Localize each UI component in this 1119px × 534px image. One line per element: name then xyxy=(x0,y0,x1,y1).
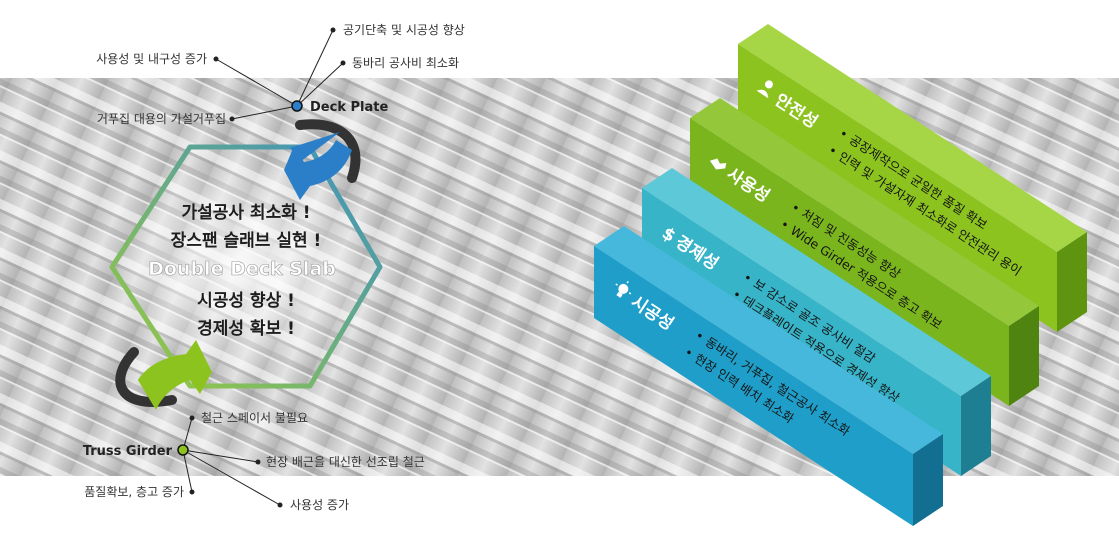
step-front-face xyxy=(690,118,1009,406)
step-top-face xyxy=(690,98,1039,326)
center-line-4: 경제성 확보 ! xyxy=(197,319,295,339)
truss-callout-3: 품질확보, 층고 증가 xyxy=(84,485,184,499)
leader-line xyxy=(215,58,298,107)
step-side-face xyxy=(1009,306,1039,406)
step-front-face xyxy=(738,44,1057,332)
leader-line xyxy=(182,449,259,463)
truss-callout-2: 현장 배근을 대신한 선조립 철근 xyxy=(266,455,425,469)
callout-dot xyxy=(189,415,195,421)
person-icon xyxy=(756,80,773,99)
step-side-face xyxy=(913,434,943,526)
step-usability: 사용성 • 처짐 및 진동성능 향상 • Wide Girder 적용으로 층고… xyxy=(690,98,1039,406)
center-text-group: 가설공사 최소화 ! 장스팬 슬래브 실현 ! Double Deck Slab… xyxy=(148,203,336,339)
deck-callout-2: 동바리 공사비 최소화 xyxy=(352,56,459,70)
leader-line xyxy=(296,29,334,107)
deck-callout-1: 공기단축 및 시공성 향상 xyxy=(343,23,465,37)
truss-girder-callouts: Truss Girder 철근 스페이서 불필요 현장 배근을 대신한 선조립 … xyxy=(83,411,425,512)
callout-dot xyxy=(277,502,283,508)
truss-arrow-icon xyxy=(115,340,212,410)
step-side-face xyxy=(961,376,991,476)
callout-dot xyxy=(189,489,195,495)
leader-line xyxy=(296,62,344,107)
step-side-face xyxy=(1057,232,1087,332)
callout-dot xyxy=(330,27,336,33)
leader-line xyxy=(182,449,281,506)
handshake-icon xyxy=(709,158,727,170)
truss-girder-label: Truss Girder xyxy=(83,444,173,459)
callout-dot xyxy=(213,56,219,62)
step-top-face xyxy=(594,226,943,454)
truss-callout-1: 철근 스페이서 불필요 xyxy=(201,411,308,425)
step-front-face xyxy=(594,246,913,526)
truss-callout-4: 사용성 증가 xyxy=(290,498,349,512)
lightbulb-icon xyxy=(615,280,632,298)
center-line-1: 가설공사 최소화 ! xyxy=(181,203,310,223)
callout-dot xyxy=(229,116,235,122)
deck-plate-callouts: Deck Plate 공기단축 및 시공성 향상 동바리 공사비 최소화 사용성… xyxy=(96,23,465,126)
truss-girder-hub-dot xyxy=(177,444,189,456)
deck-callout-4: 거푸집 대용의 가설거푸집 xyxy=(97,112,226,126)
center-line-3: 시공성 향상 ! xyxy=(197,290,295,311)
deck-callout-3: 사용성 및 내구성 증가 xyxy=(96,52,207,66)
center-line-2: 장스팬 슬래브 실현 ! xyxy=(171,231,322,251)
step-top-face xyxy=(738,24,1087,252)
step-top-face xyxy=(642,168,991,396)
center-line-title: Double Deck Slab xyxy=(148,258,336,280)
center-glow xyxy=(106,158,386,378)
callout-dot xyxy=(340,60,346,66)
leader-line xyxy=(182,449,193,493)
callout-dot xyxy=(255,459,261,465)
deck-plate-hub-dot xyxy=(291,100,303,112)
deck-plate-label: Deck Plate xyxy=(310,100,388,115)
leader-line xyxy=(231,105,298,120)
deck-arrow-icon xyxy=(284,119,361,200)
